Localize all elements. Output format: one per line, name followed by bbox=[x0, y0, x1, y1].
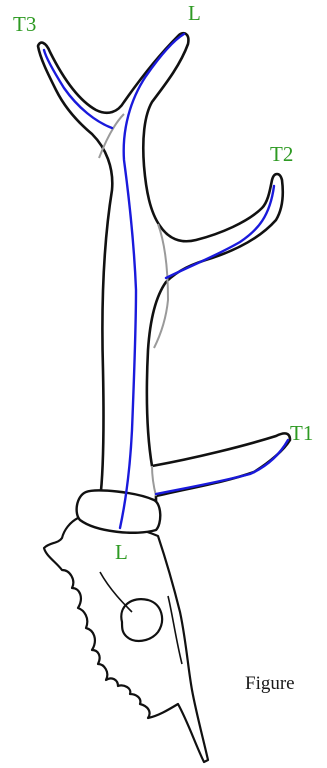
label-t2: T2 bbox=[270, 144, 293, 165]
antler-outline bbox=[38, 33, 290, 520]
label-t3: T3 bbox=[13, 14, 36, 35]
burr-ring bbox=[77, 490, 161, 532]
label-l-bottom: L bbox=[115, 542, 128, 563]
label-t1: T1 bbox=[290, 423, 313, 444]
label-l-top: L bbox=[188, 3, 201, 24]
figure-caption: Figure bbox=[245, 674, 295, 693]
